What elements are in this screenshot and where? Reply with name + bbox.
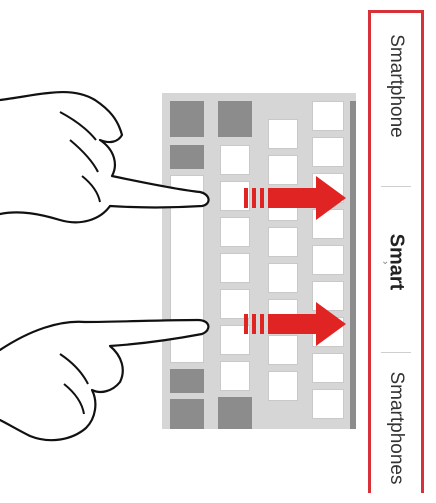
- key[interactable]: [312, 245, 344, 275]
- key[interactable]: [312, 137, 344, 167]
- chevron-down-icon: ⌄: [381, 256, 389, 267]
- key-dark[interactable]: [218, 397, 252, 429]
- key[interactable]: [268, 119, 298, 149]
- key[interactable]: [220, 361, 250, 391]
- key[interactable]: [220, 145, 250, 175]
- key[interactable]: [312, 353, 344, 383]
- suggestion-divider: [381, 186, 411, 187]
- key[interactable]: [268, 227, 298, 257]
- key[interactable]: [312, 101, 344, 131]
- key[interactable]: [220, 217, 250, 247]
- key[interactable]: [268, 371, 298, 401]
- key[interactable]: [312, 389, 344, 419]
- key[interactable]: [268, 263, 298, 293]
- key[interactable]: [220, 253, 250, 283]
- right-arrow-icon: [238, 176, 348, 220]
- pointing-hand-icon: [0, 300, 215, 450]
- pointing-hand-icon: [0, 80, 215, 230]
- right-arrow-icon: [238, 302, 348, 346]
- suggestion-right[interactable]: Smartphones: [385, 371, 407, 484]
- suggestion-divider: [381, 352, 411, 353]
- suggestion-left[interactable]: Smartphone: [385, 34, 407, 138]
- key-dark[interactable]: [218, 101, 252, 137]
